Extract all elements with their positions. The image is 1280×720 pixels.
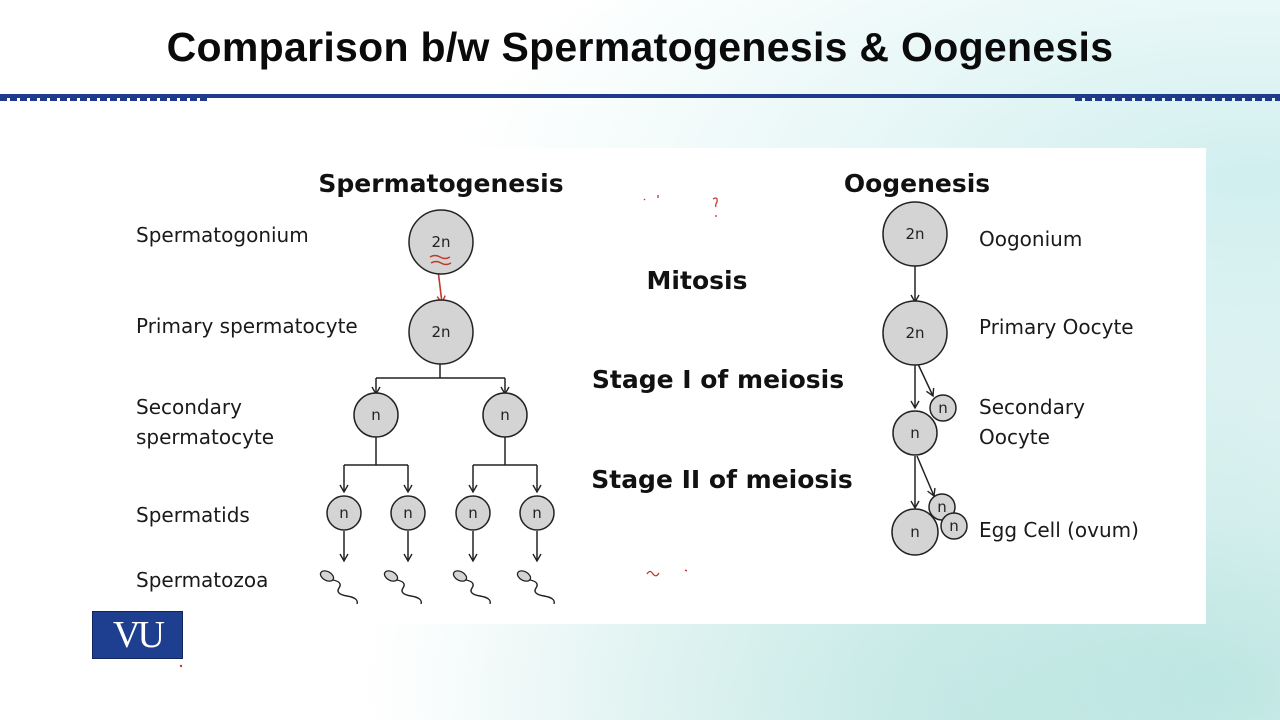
cell-oogonium — [882, 201, 948, 267]
annotation-red-underline — [429, 254, 452, 266]
annotation-red-arrow — [436, 269, 446, 305]
ploidy-secondary-spermatocyte-right: n — [500, 406, 510, 424]
ploidy-polar-body-1: n — [938, 399, 948, 417]
spermatozoon-3-icon — [452, 570, 491, 605]
label-spermatogonium: Spermatogonium — [136, 223, 309, 247]
vu-logo: VU — [92, 611, 183, 659]
ploidy-egg: n — [910, 523, 920, 541]
label-egg-cell: Egg Cell (ovum) — [979, 518, 1139, 542]
ploidy-spermatogonium: 2n — [431, 233, 450, 251]
ploidy-spermatid-1: n — [339, 504, 349, 522]
ploidy-polar-body-3: n — [949, 517, 959, 535]
spermatozoon-1-icon — [319, 570, 358, 605]
stage-meiosis-2: Stage II of meiosis — [591, 465, 853, 494]
cell-primary-oocyte — [882, 300, 948, 366]
cell-polar-body-1 — [929, 394, 957, 422]
spermatozoon-2-icon — [383, 570, 422, 605]
label-secondary-oocyte-line1: Secondary — [979, 395, 1085, 419]
label-primary-oocyte: Primary Oocyte — [979, 315, 1134, 339]
ploidy-secondary-spermatocyte-left: n — [371, 406, 381, 424]
ploidy-primary-oocyte: 2n — [905, 324, 924, 342]
ploidy-polar-body-2: n — [937, 498, 947, 516]
ploidy-oogonium: 2n — [905, 225, 924, 243]
ploidy-primary-spermatocyte: 2n — [431, 323, 450, 341]
label-spermatozoa: Spermatozoa — [136, 568, 268, 592]
label-spermatids: Spermatids — [136, 503, 250, 527]
label-primary-spermatocyte: Primary spermatocyte — [136, 314, 358, 338]
label-secondary-spermatocyte-line1: Secondary — [136, 395, 242, 419]
annotation-red-marks-top — [643, 195, 718, 217]
label-secondary-spermatocyte-line2: spermatocyte — [136, 425, 274, 449]
cell-secondary-spermatocyte-right — [482, 392, 528, 438]
cell-spermatid-3 — [455, 495, 491, 531]
label-oogonium: Oogonium — [979, 227, 1082, 251]
title-rule-dashes-right — [1075, 97, 1280, 101]
cell-egg — [891, 508, 939, 556]
annotation-red-marks-bottom — [646, 569, 688, 577]
slide-title: Comparison b/w Spermatogenesis & Oogenes… — [166, 24, 1114, 70]
stage-mitosis: Mitosis — [647, 266, 748, 295]
cell-secondary-oocyte — [892, 410, 938, 456]
diagram-panel — [118, 148, 1206, 624]
cell-spermatid-1 — [326, 495, 362, 531]
cell-spermatogonium — [408, 209, 474, 275]
ploidy-spermatid-3: n — [468, 504, 478, 522]
ploidy-secondary-oocyte: n — [910, 424, 920, 442]
header-oogenesis: Oogenesis — [844, 169, 990, 198]
cell-spermatid-2 — [390, 495, 426, 531]
title-rule-dashes-left — [0, 97, 210, 101]
arrow-primary-to-polar-body — [917, 363, 935, 398]
label-secondary-oocyte-line2: Oocyte — [979, 425, 1050, 449]
ploidy-spermatid-4: n — [532, 504, 542, 522]
cell-polar-body-3 — [940, 512, 968, 540]
spermatozoon-4-icon — [516, 570, 555, 605]
cell-primary-spermatocyte — [408, 299, 474, 365]
annotation-red-dot — [179, 664, 183, 668]
header-spermatogenesis: Spermatogenesis — [318, 169, 563, 198]
title-rule — [0, 94, 1280, 98]
cell-spermatid-4 — [519, 495, 555, 531]
ploidy-spermatid-2: n — [403, 504, 413, 522]
stage-meiosis-1: Stage I of meiosis — [592, 365, 844, 394]
cell-secondary-spermatocyte-left — [353, 392, 399, 438]
arrow-secondary-to-polar-bodies — [916, 455, 936, 498]
